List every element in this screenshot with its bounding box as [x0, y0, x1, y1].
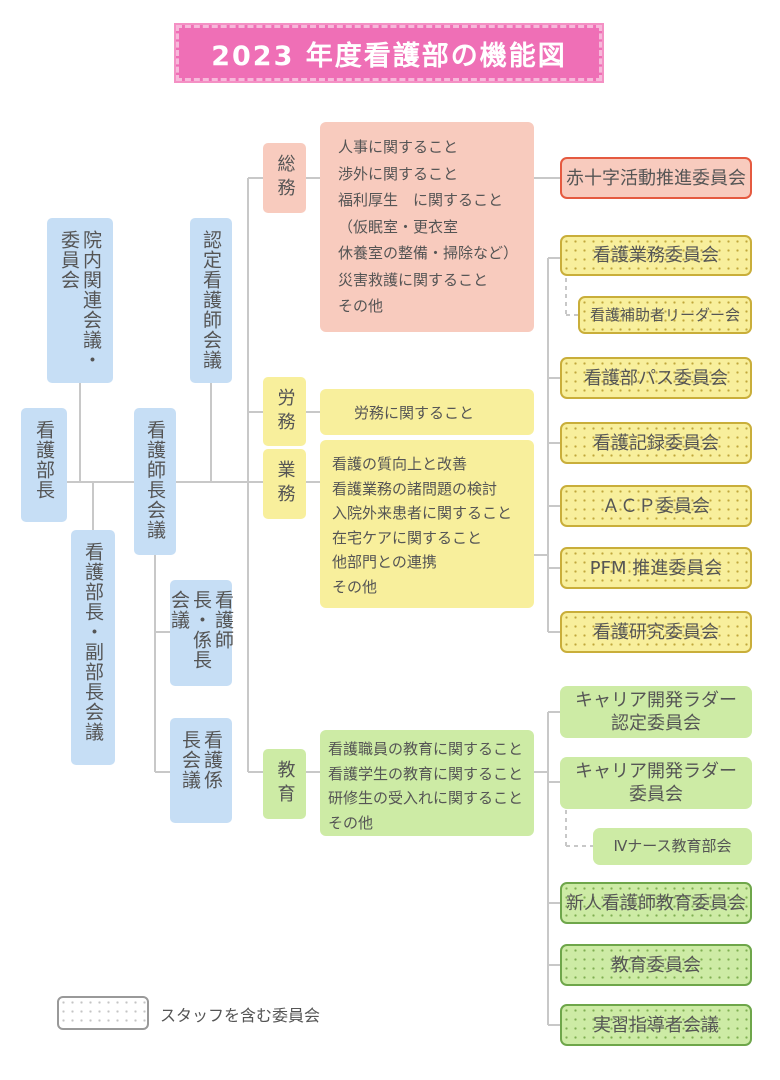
description-line: その他	[328, 813, 374, 832]
operations-description: 看護の質向上と改善 看護業務の諸問題の検討 入院外来患者に関すること 在宅ケアに…	[320, 440, 534, 608]
committee-label: 実習指導者会議	[593, 1014, 719, 1036]
category-education: 教育	[263, 749, 306, 819]
description-line: 研修生の受入れに関すること	[328, 789, 524, 807]
description-line: 人事に関すること	[338, 138, 459, 156]
pfm-committee: PFM 推進委員会	[560, 547, 752, 589]
description-line: 渉外に関すること	[338, 164, 459, 183]
committee-label: PFM 推進委員会	[589, 557, 723, 579]
chief-nurse-meeting-label: 看護師長会議	[144, 420, 166, 540]
acp-committee: ＡＣＰ委員会	[560, 485, 752, 527]
description-line: 看護の質向上と改善	[332, 455, 468, 473]
certified-nurse-meeting-label: 認定看護師会議	[200, 230, 222, 370]
assistant-leader-meeting: 看護補助者リーダー会	[578, 296, 752, 334]
title-banner: 2023 年度看護部の機能図	[176, 25, 602, 81]
description-line: 在宅ケアに関すること	[332, 528, 483, 547]
category-general-affairs: 総務	[263, 143, 306, 213]
description-line: 看護学生の教育に関すること	[328, 764, 524, 783]
director-label: 看護部長	[33, 420, 55, 500]
category-operations: 業務	[263, 449, 306, 519]
page-title: 2023 年度看護部の機能図	[211, 40, 567, 72]
legend-swatch	[57, 996, 149, 1030]
legend-label: スタッフを含む委員会	[160, 1006, 321, 1025]
description-line: 入院外来患者に関すること	[332, 504, 513, 522]
subchief-meeting-label: 看護師長・係長会議	[168, 590, 234, 670]
iv-nurse-education-group: Ⅳナース教育部会	[593, 828, 752, 865]
in-hospital-committee-box: 院内関連会議・委員会	[47, 218, 113, 383]
committee-label: 看護補助者リーダー会	[589, 305, 740, 324]
chief-meeting-box: 看護係長会議	[170, 718, 232, 823]
committee-label: 看護記録委員会	[593, 432, 719, 454]
category-label: 教育	[274, 760, 296, 808]
career-ladder-certified-committee: キャリア開発ラダー 認定委員会	[560, 686, 752, 738]
career-ladder-committee: キャリア開発ラダー 委員会	[560, 757, 752, 809]
description-line: 他部門との連携	[332, 553, 437, 571]
committee-label: 看護業務委員会	[593, 245, 719, 266]
education-description: 看護職員の教育に関すること 看護学生の教育に関すること 研修生の受入れに関するこ…	[320, 730, 534, 836]
path-committee: 看護部パス委員会	[560, 357, 752, 399]
committee-label: ＡＣＰ委員会	[602, 495, 710, 517]
committee-label-line: キャリア開発ラダー	[575, 761, 737, 782]
committee-label: 教育委員会	[611, 954, 701, 976]
description-line: 休養室の整備・掃除など）	[338, 244, 519, 262]
director-meeting-box: 看護部長・副部長会議	[71, 530, 115, 765]
committee-label: 看護部パス委員会	[584, 367, 728, 389]
committee-label: Ⅳナース教育部会	[613, 837, 732, 855]
certified-nurse-meeting-box: 認定看護師会議	[190, 218, 232, 383]
new-nurse-education-committee: 新人看護師教育委員会	[560, 882, 752, 924]
labor-description: 労務に関すること	[320, 389, 534, 435]
practicum-supervisor-meeting: 実習指導者会議	[560, 1004, 752, 1046]
subchief-meeting-box: 看護師長・係長会議	[168, 580, 234, 686]
category-label: 業務	[274, 460, 296, 508]
director-box: 看護部長	[21, 408, 67, 522]
committee-label-line: 委員会	[629, 784, 683, 805]
general-affairs-description: 人事に関すること 渉外に関すること 福利厚生 に関すること （仮眠室・更衣室 休…	[320, 122, 534, 332]
category-labor: 労務	[263, 377, 306, 446]
description-line: その他	[332, 577, 378, 596]
description-line: その他	[338, 297, 384, 315]
committee-label: 新人看護師教育委員会	[566, 892, 746, 914]
committee-label: 看護研究委員会	[593, 621, 719, 643]
records-committee: 看護記録委員会	[560, 422, 752, 464]
committee-label-line: キャリア開発ラダー	[575, 690, 737, 711]
red-cross-committee: 赤十字活動推進委員会	[560, 157, 752, 199]
description-line: 看護業務の諸問題の検討	[332, 479, 498, 498]
education-committee: 教育委員会	[560, 944, 752, 986]
description-line: 災害救護に関すること	[338, 270, 489, 289]
chief-nurse-meeting-box: 看護師長会議	[134, 408, 176, 555]
description-line: 看護職員の教育に関すること	[328, 740, 524, 758]
committee-label: 赤十字活動推進委員会	[566, 167, 746, 189]
committee-label-line: 認定委員会	[611, 713, 701, 734]
in-hospital-committee-label: 院内関連会議・委員会	[58, 230, 102, 370]
chief-meeting-label: 看護係長会議	[179, 730, 223, 790]
description-line: 労務に関すること	[354, 403, 475, 422]
category-label: 総務	[274, 154, 296, 202]
category-label: 労務	[274, 387, 296, 436]
research-committee: 看護研究委員会	[560, 611, 752, 653]
nursing-work-committee: 看護業務委員会	[560, 235, 752, 276]
director-meeting-label: 看護部長・副部長会議	[82, 542, 104, 742]
description-line: 福利厚生 に関すること	[338, 191, 504, 209]
description-line: （仮眠室・更衣室	[338, 217, 459, 236]
